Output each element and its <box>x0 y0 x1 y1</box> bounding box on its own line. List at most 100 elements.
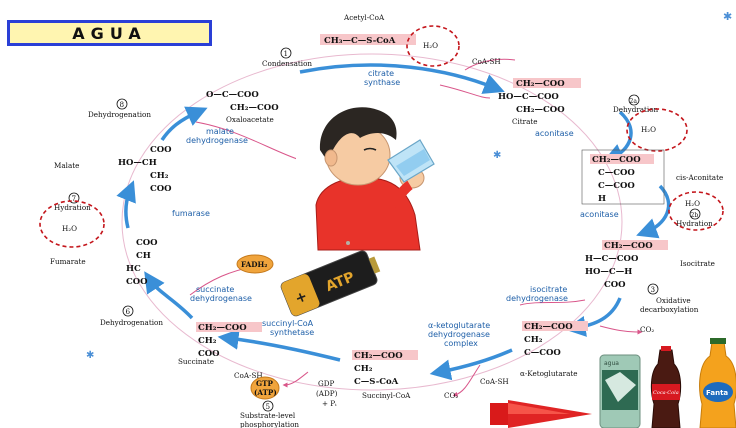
succinate-label: Succinate <box>178 357 214 366</box>
step-3-badge <box>647 283 659 295</box>
co2-1: CO₂ <box>640 325 654 334</box>
enzyme-akg-dh-2: dehydrogenase <box>428 330 490 339</box>
enzyme-succ-dh-2: dehydrogenase <box>190 294 252 303</box>
boy-drinking-illustration <box>296 100 446 251</box>
can-label: agua <box>604 360 619 367</box>
akg-label: α-Ketoglutarate <box>520 369 578 378</box>
citrate-line-2: HO—C—COO <box>498 92 559 102</box>
coa-sh-1: CoA-SH <box>472 57 501 66</box>
enzyme-malate-dh-2: dehydrogenase <box>186 136 248 145</box>
step-8-label: Dehydrogenation <box>88 110 151 119</box>
akg-line-2: CH₂ <box>524 335 543 345</box>
oxaloacetate-line-2: CH₂—COO <box>230 103 279 113</box>
step-8-num: 8 <box>120 100 125 109</box>
succinate-line-1: CH₂—COO <box>198 323 247 333</box>
succinyl-coa-highlight <box>352 350 418 360</box>
pi-label: + Pᵢ <box>322 399 337 408</box>
malate-line-1: COO <box>150 145 172 155</box>
arrow-succoa-to-succinate <box>217 328 341 362</box>
enzyme-malate-dh-1: malate <box>206 127 234 136</box>
fumarate-line-3: HC <box>126 264 141 274</box>
svg-text:+: + <box>293 288 310 307</box>
sparkle-icon: ✱ <box>723 10 732 23</box>
step-3-label-1: Oxidative <box>656 296 691 305</box>
malate-line-4: COO <box>150 184 172 194</box>
enzyme-succ-dh-1: succinate <box>196 285 234 294</box>
energy-drink-can: agua <box>599 354 641 428</box>
gtp-coin-icon <box>250 376 280 400</box>
adp-label: (ADP) <box>316 389 338 398</box>
step-6-label: Dehydrogenation <box>100 318 163 327</box>
fumarate-line-2: CH <box>136 251 151 261</box>
step-5-badge <box>262 400 274 412</box>
enzyme-citrate-synthase-1: citrate <box>368 69 394 78</box>
red-arrow-icon <box>490 400 592 428</box>
h2o-left-circle <box>39 200 105 248</box>
fadh2-coin-icon <box>236 254 274 274</box>
cycle-guide-ring <box>121 53 623 391</box>
enzyme-citrate-synthase-2: synthase <box>364 78 400 87</box>
step-5-label-2: phosphorylation <box>240 420 299 428</box>
enzyme-succoa-synth-2: synthetase <box>270 328 314 337</box>
step-1-badge <box>280 47 292 59</box>
akg-line-3: C—COO <box>524 348 561 358</box>
succinyl-coa-line-1: CH₂—COO <box>354 351 403 361</box>
pink-line-h2o-top <box>464 58 516 71</box>
cis-aconitate-line-3: C—COO <box>598 181 635 191</box>
h2o-right-circle <box>626 108 688 152</box>
fumarate-line-1: COO <box>136 238 158 248</box>
h2o-right2-label: H₂O <box>685 199 700 208</box>
step-5-num: 5 <box>266 402 271 411</box>
co2-2: CO₂ <box>444 391 458 400</box>
isocitrate-line-2: H—C—COO <box>585 254 639 264</box>
coca-cola-bottle: Coca-Cola <box>650 346 682 428</box>
pink-line-gtp <box>282 371 309 388</box>
enzyme-akg-dh-3: complex <box>444 339 478 348</box>
isocitrate-highlight <box>602 240 668 250</box>
h2o-top-circle <box>406 25 460 67</box>
step-2b-badge <box>689 208 701 220</box>
citrate-highlight <box>513 78 581 88</box>
step-1-num: 1 <box>284 49 289 58</box>
arrow-malate-to-oxaloacetate <box>160 106 208 141</box>
arrow-succinate-to-fumarate <box>144 271 194 320</box>
step-7-badge <box>68 192 80 204</box>
succinate-highlight <box>196 322 262 332</box>
step-7-label: Hydration <box>54 203 91 212</box>
page-title: AGUA <box>72 23 147 43</box>
pink-line-co2-1 <box>599 325 643 335</box>
citrate-line-1: CH₂—COO <box>516 79 565 89</box>
step-2a-label: Dehydration <box>613 105 659 114</box>
isocitrate-line-4: COO <box>604 280 626 290</box>
succinate-line-2: CH₂ <box>198 336 217 346</box>
sparkle-icon: ✱ <box>86 350 94 361</box>
cis-aconitate-line-1: CH₂—COO <box>592 155 641 165</box>
oxaloacetate-label: Oxaloacetate <box>226 115 274 124</box>
gdp-label: GDP <box>318 379 335 388</box>
coca-cola-label: Coca-Cola <box>653 390 679 396</box>
step-2b-num: 2b <box>691 212 699 219</box>
arrow-akg-to-succoa <box>429 348 513 381</box>
arrow-fumarate-to-malate <box>116 180 136 229</box>
h2o-right2-circle <box>668 191 724 231</box>
coa-sh-2: CoA-SH <box>234 371 263 380</box>
gtp-label: GTP <box>256 379 273 388</box>
enzyme-isocitrate-dh-2: dehydrogenase <box>506 294 568 303</box>
isocitrate-label: Isocitrate <box>680 259 715 268</box>
h2o-left-label: H₂O <box>62 224 77 233</box>
pink-line-malate <box>195 121 301 161</box>
atp-battery-icon: + ATP <box>280 250 381 317</box>
fumarate-label: Fumarate <box>50 257 86 266</box>
step-2b-label: Hydration <box>676 219 713 228</box>
arrow-condensation <box>299 63 505 94</box>
cis-aconitate-highlight <box>590 154 654 164</box>
succinate-line-3: COO <box>198 349 220 359</box>
acetyl-coa-label: Acetyl-CoA <box>343 13 385 22</box>
succinyl-coa-line-3: C—S-CoA <box>354 377 399 387</box>
fanta-bottle: Fanta <box>699 338 736 428</box>
arrow-dehydration <box>602 110 633 164</box>
atp-small-label: (ATP) <box>254 388 277 397</box>
malate-label: Malate <box>54 161 79 170</box>
